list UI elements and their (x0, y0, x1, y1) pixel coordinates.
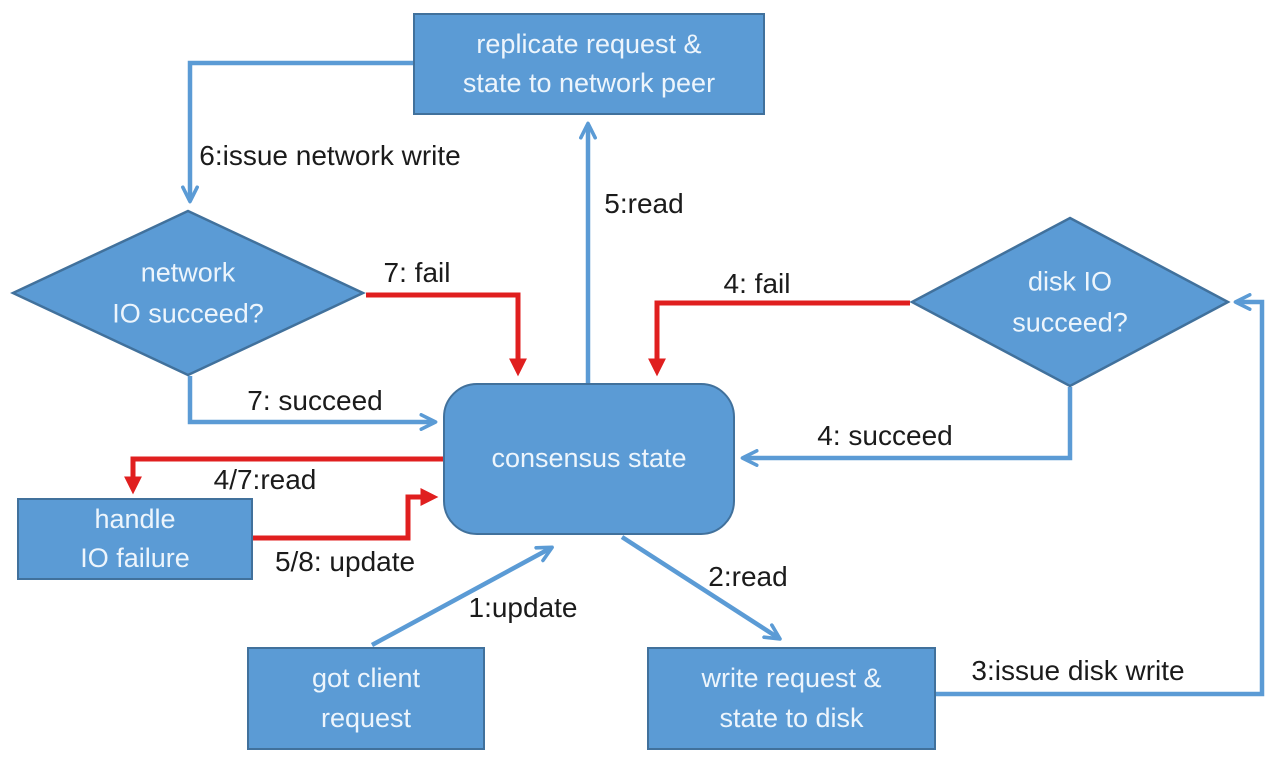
disk-io-diamond (909, 216, 1231, 388)
node-handle-io-failure: handle IO failure (17, 498, 253, 580)
edge-label-4-fail: 4: fail (723, 268, 791, 299)
disk-io-diamond-label: disk IO succeed? (1012, 266, 1128, 338)
node-write-request-to-disk: write request & state to disk (647, 647, 936, 750)
edge-label-3-issue-disk-write: 3:issue disk write (971, 655, 1185, 686)
edge-4-7-read-arrow (124, 456, 443, 495)
edge-5-8-update-arrow (253, 488, 439, 541)
node-replicate-request: replicate request & state to network pee… (413, 13, 765, 115)
edge-3-issue-disk-write-arrow (936, 293, 1265, 697)
edge-6-issue-network-write-arrow (181, 60, 413, 204)
edge-label-5-8-update: 5/8: update (274, 546, 416, 577)
edge-label-7-fail: 7: fail (383, 257, 451, 288)
edge-7-succeed-arrow (187, 376, 438, 431)
edge-label-1-update: 1:update (468, 592, 578, 623)
network-io-diamond-label: network IO succeed? (112, 257, 264, 329)
edge-label-2-read: 2:read (708, 561, 788, 592)
edge-4-succeed-arrow (740, 387, 1073, 467)
edge-7-fail-arrow (366, 292, 527, 377)
edge-4-fail-arrow (648, 300, 910, 377)
edge-label-7-succeed: 7: succeed (247, 385, 383, 416)
edge-label-6-issue-network-write: 6:issue network write (199, 140, 461, 171)
node-consensus-state: consensus state (443, 383, 735, 535)
edge-1-update-arrow (370, 545, 554, 647)
edge-label-4-succeed: 4: succeed (817, 420, 953, 451)
edge-label-4-7-read: 4/7:read (213, 464, 317, 495)
network-io-diamond (10, 209, 366, 377)
node-got-client-request: got client request (247, 647, 485, 750)
edge-2-read-arrow (620, 535, 782, 641)
edge-label-5-read: 5:read (604, 188, 684, 219)
